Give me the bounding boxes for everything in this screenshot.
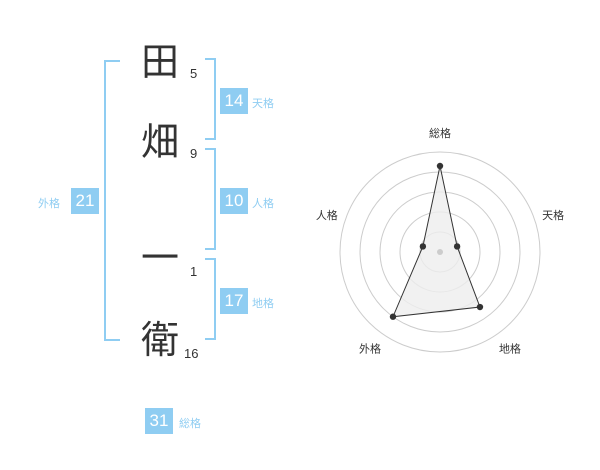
radar-axis-label-3: 地格 [499, 341, 521, 355]
gaikaku-bracket [104, 60, 120, 341]
chikaku-value: 17 [220, 288, 248, 314]
radar-axis-label-1: 総格 [429, 126, 451, 140]
jinkaku-label: 人格 [252, 197, 274, 210]
tenkaku-value: 14 [220, 88, 248, 114]
radar-point-2 [453, 243, 461, 250]
radar-point-3 [476, 303, 484, 311]
radar-axis-label-4: 外格 [359, 341, 381, 355]
soukaku-value: 31 [145, 408, 173, 434]
radar-axis-label-2: 天格 [542, 208, 564, 222]
chikaku-bracket [205, 258, 216, 340]
tenkaku-bracket [205, 58, 216, 140]
name-char-2: 畑 [140, 120, 179, 164]
radar-ring-5 [339, 151, 541, 353]
radar-point-1 [436, 162, 444, 170]
jinkaku-value: 10 [220, 188, 248, 214]
gaikaku-value: 21 [71, 188, 99, 214]
stroke-count-2: 9 [190, 146, 198, 161]
radar-points [389, 162, 484, 320]
stroke-count-3: 1 [190, 264, 198, 279]
soukaku-label: 総格 [179, 417, 201, 430]
tenkaku-label: 天格 [252, 97, 274, 110]
radar-point-4 [389, 313, 397, 320]
jinkaku-bracket [205, 148, 216, 250]
chikaku-label: 地格 [252, 297, 274, 310]
stroke-count-4: 16 [184, 346, 199, 361]
name-char-1: 田 [140, 40, 179, 84]
stroke-count-1: 5 [190, 66, 198, 81]
radar-point-5 [419, 243, 427, 250]
gaikaku-label: 外格 [38, 197, 60, 210]
radar-center-dot [437, 249, 443, 255]
name-char-3: 一 [140, 236, 179, 280]
name-char-4: 衛 [140, 318, 179, 362]
radar-axis-label-5: 人格 [316, 208, 338, 222]
radar-polygon [392, 165, 481, 318]
